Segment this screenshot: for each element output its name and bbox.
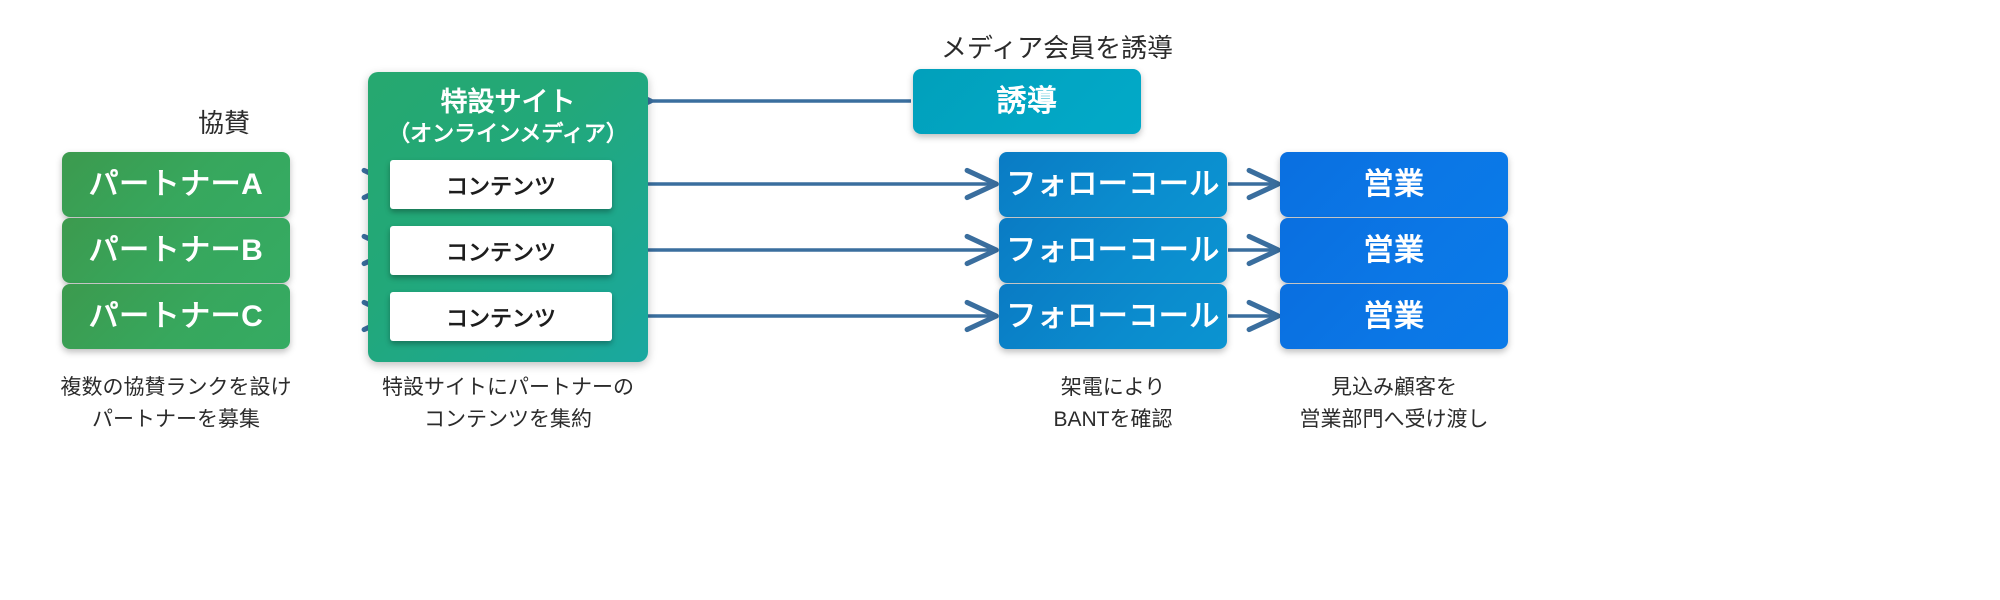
- caption-lead-handoff: 見込み顧客を 営業部門へ受け渡し: [1299, 376, 1489, 431]
- sponsorship-label: 協賛: [197, 108, 250, 138]
- partner-box-c[interactable]: パートナーC: [62, 284, 290, 349]
- follow-call-box-3[interactable]: フォローコール: [999, 284, 1227, 349]
- special-site-title-line1: 特設サイト: [440, 87, 576, 117]
- follow-call-box-2[interactable]: フォローコール: [999, 218, 1227, 283]
- special-site-title: 特設サイト （オンラインメディア）: [368, 86, 648, 147]
- content-box-1[interactable]: コンテンツ: [390, 160, 612, 209]
- caption-bant-confirmation: 架電により BANTを確認: [1053, 376, 1173, 431]
- caption-content-aggregation: 特設サイトにパートナーの コンテンツを集約: [382, 376, 634, 431]
- sales-box-3[interactable]: 営業: [1280, 284, 1508, 349]
- content-box-2[interactable]: コンテンツ: [390, 226, 612, 275]
- content-box-3[interactable]: コンテンツ: [390, 292, 612, 341]
- special-site-title-line2: （オンラインメディア）: [388, 120, 628, 146]
- media-member-guidance-label: メディア会員を誘導: [940, 33, 1174, 63]
- induce-box[interactable]: 誘導: [913, 69, 1141, 134]
- follow-call-box-1[interactable]: フォローコール: [999, 152, 1227, 217]
- partner-box-a[interactable]: パートナーA: [62, 152, 290, 217]
- partner-box-b[interactable]: パートナーB: [62, 218, 290, 283]
- sales-box-1[interactable]: 営業: [1280, 152, 1508, 217]
- sales-box-2[interactable]: 営業: [1280, 218, 1508, 283]
- caption-partner-recruitment: 複数の協賛ランクを設け パートナーを募集: [60, 376, 292, 431]
